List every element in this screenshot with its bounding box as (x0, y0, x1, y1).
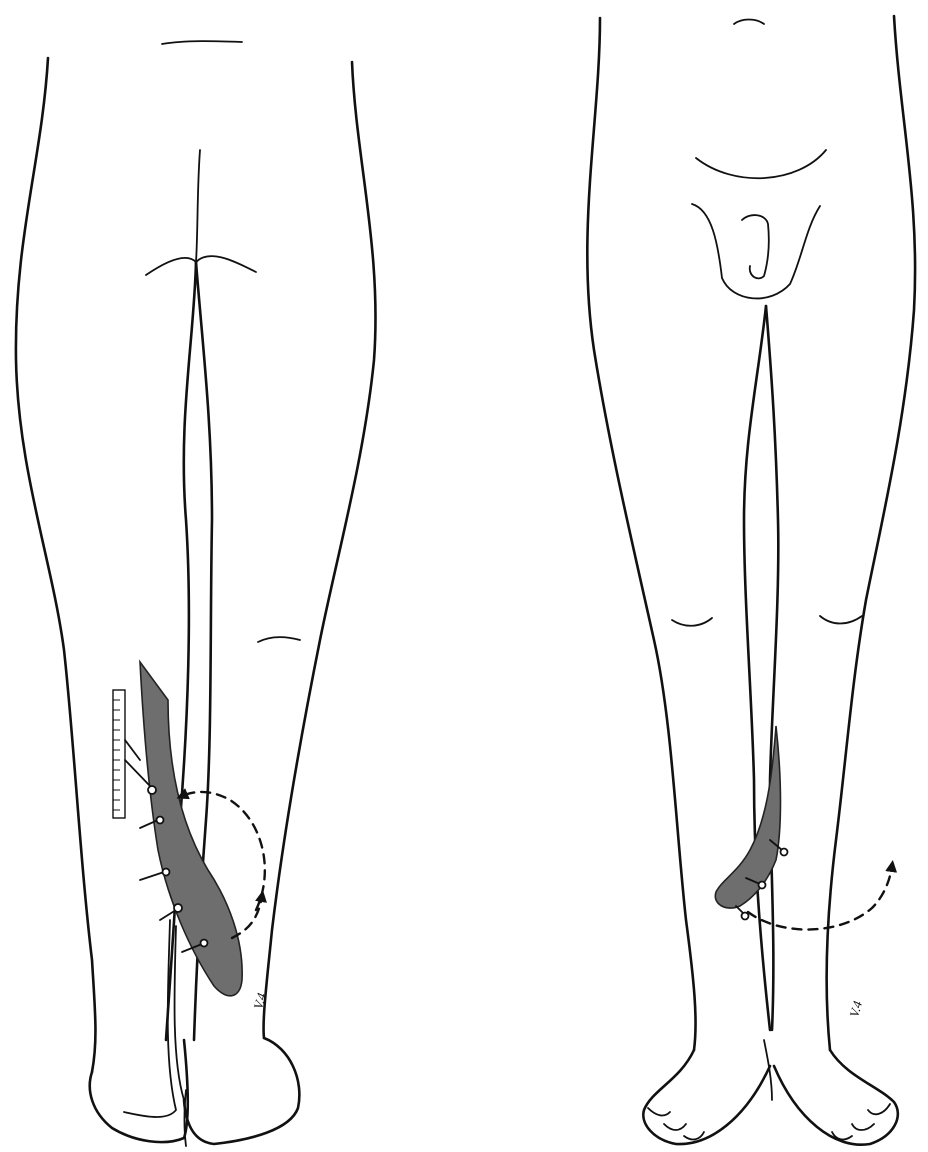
left-leg-outer-contour-anterior (587, 18, 695, 1050)
genital-outline (692, 204, 820, 298)
right-toes (832, 1104, 890, 1139)
ruler-ticks (113, 700, 120, 810)
right-leg-outer-contour-anterior (827, 16, 915, 1050)
right-knee-crease (820, 616, 862, 624)
right-foot (774, 1050, 898, 1145)
rotation-arrow-anterior (748, 866, 892, 930)
buttock-fold (146, 256, 256, 275)
posterior-view-panel: V.4 (16, 41, 376, 1146)
waist-line (162, 41, 242, 44)
genital-detail (742, 215, 769, 278)
gluteal-cleft (196, 150, 200, 262)
left-foot (643, 1050, 770, 1144)
left-leg-outer-contour (16, 58, 96, 1072)
pubic-curve (696, 150, 826, 178)
navel (734, 20, 764, 25)
sural-nerve-line (124, 920, 176, 1117)
left-knee-crease (672, 618, 712, 626)
anterior-view-panel: V.4 (587, 16, 915, 1145)
right-heel (184, 1038, 299, 1144)
ruler-strip (113, 690, 125, 818)
popliteal-crease (258, 637, 300, 642)
right-leg-outer-contour (264, 62, 376, 1038)
artist-signature-anterior: V.4 (846, 999, 865, 1019)
posterior-fasciocutaneous-flap (140, 662, 242, 996)
